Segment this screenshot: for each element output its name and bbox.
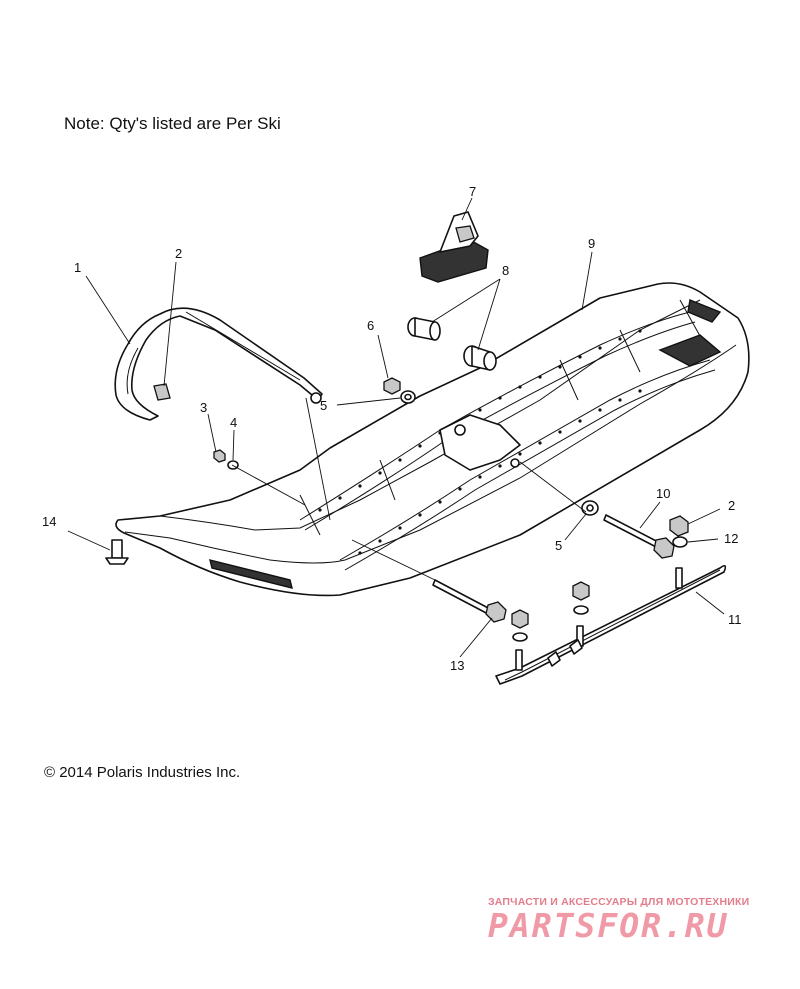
callout-6: 6: [367, 318, 374, 333]
callout-1: 1: [74, 260, 81, 275]
qty-note: Note: Qty's listed are Per Ski: [64, 114, 281, 133]
copyright-text: © 2014 Polaris Industries Inc.: [44, 764, 241, 781]
callout-2-right: 2: [728, 498, 735, 513]
callout-12: 12: [724, 531, 738, 546]
callout-3: 3: [200, 400, 207, 415]
hardware: [105, 377, 689, 642]
callout-13: 13: [450, 658, 464, 673]
callout-labels: 1 2 3 4 5 6 7 8 9 10 2 12 5 11 13 14: [42, 184, 742, 673]
ski-loop-handle: [114, 307, 323, 421]
watermark-brand: PARTSFOR.RU: [488, 906, 729, 945]
callout-10: 10: [656, 486, 670, 501]
callout-2-loop: 2: [175, 246, 182, 261]
leader-lines: [67, 197, 725, 658]
ski-body: [115, 282, 750, 597]
bushings: [407, 317, 497, 371]
callout-11: 11: [728, 612, 742, 627]
callout-7: 7: [469, 184, 476, 199]
callout-8: 8: [502, 263, 509, 278]
callout-4: 4: [230, 415, 237, 430]
carbide-runner: [495, 564, 727, 685]
watermark-tagline: ЗАПЧАСТИ И АКСЕССУАРЫ ДЛЯ МОТОТЕХНИКИ: [488, 896, 750, 908]
ski-saddle-block: [419, 211, 489, 283]
callout-14: 14: [42, 514, 56, 529]
callout-5-top: 5: [320, 398, 327, 413]
callout-5-right: 5: [555, 538, 562, 553]
callout-9: 9: [588, 236, 595, 251]
